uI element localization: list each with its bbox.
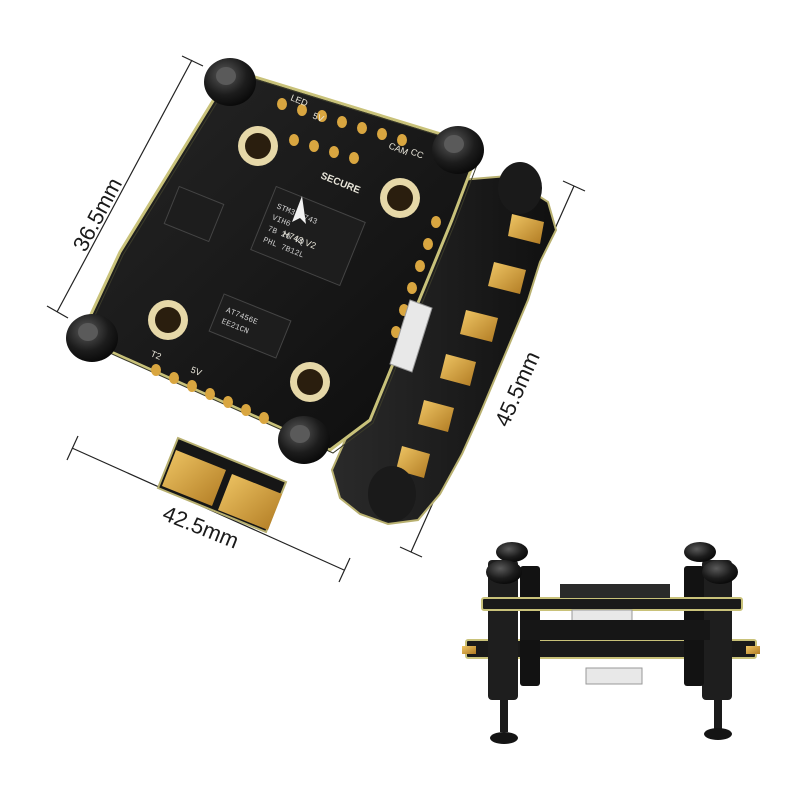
motor-pad — [460, 310, 498, 342]
nut-bottom-left — [66, 314, 118, 362]
lower-connector — [585, 667, 643, 685]
esc-motor-pads — [396, 214, 544, 478]
pad-label: 5V — [189, 365, 203, 378]
solder-pads-right — [391, 216, 441, 338]
solder-pads-bottom — [151, 364, 269, 424]
motor-pad — [418, 400, 454, 432]
jst-connector — [389, 299, 433, 373]
nut-top-left — [204, 58, 256, 106]
motor-pad — [508, 214, 544, 244]
motor-pad — [440, 354, 476, 386]
side-view-nuts — [486, 542, 738, 584]
nut-top-right — [432, 126, 484, 174]
height-label: 36.5mm — [68, 174, 127, 256]
arrow-marking — [292, 196, 306, 224]
fc-board-side-view — [481, 597, 743, 611]
battery-pads: + — [156, 436, 295, 534]
standoff-columns — [488, 560, 732, 700]
bottom-screws — [490, 672, 732, 744]
nut-bottom-right — [278, 416, 330, 464]
motor-pad — [396, 446, 430, 478]
solder-pads-top — [277, 98, 407, 164]
esc-board-side — [330, 174, 558, 526]
battery-pad-positive — [218, 474, 282, 530]
pad-label: T2 — [149, 349, 162, 362]
mounting-holes — [148, 126, 420, 402]
nylon-nuts — [66, 58, 542, 522]
fc-esc-stack: + STM32H743 VIH6 7B 20 VQ PHL 7B12L AT74… — [66, 58, 558, 534]
osd-chip: AT7456E EE21CN — [208, 293, 292, 359]
pad-label: CC — [409, 147, 425, 161]
battery-pad-negative — [162, 450, 226, 506]
flash-chip — [163, 185, 225, 243]
motor-pad — [488, 262, 526, 294]
pad-label: 5V — [311, 111, 325, 124]
stack-side-view — [462, 542, 760, 744]
plus-sign: + — [286, 483, 295, 500]
